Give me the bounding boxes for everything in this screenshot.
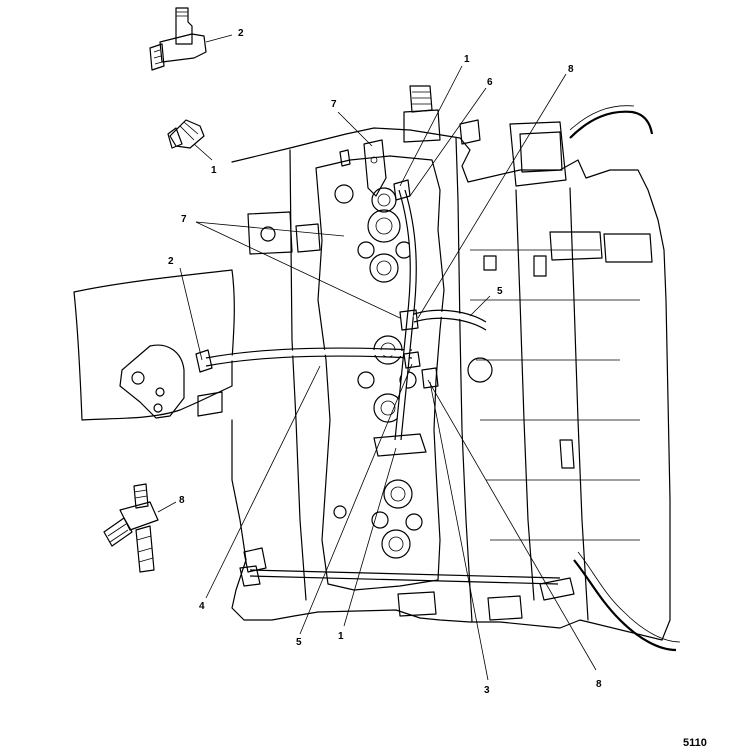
callout-1-bottom: 1 — [338, 631, 344, 642]
elbow-fitting-part — [149, 7, 233, 71]
callout-8-tee-top: 8 — [568, 64, 574, 75]
callout-5-hose-right: 5 — [497, 286, 503, 297]
straight-fitting-part — [167, 119, 213, 161]
leader-lines — [179, 65, 597, 681]
callout-3: 3 — [484, 685, 490, 696]
callout-7-bracket: 7 — [331, 99, 337, 110]
callout-5-bottom: 5 — [296, 637, 302, 648]
tee-fitting-part — [103, 483, 177, 573]
callout-8-bottom: 8 — [596, 679, 602, 690]
callout-8-tee: 8 — [179, 495, 185, 506]
figure-number: 5110 — [683, 737, 707, 749]
hose-clip-bracket — [339, 139, 387, 197]
engine-block — [231, 85, 671, 641]
callout-2-elbow: 2 — [238, 28, 244, 39]
mounting-bracket — [73, 269, 235, 421]
callout-labels: 2 1 7 1 6 8 7 2 5 8 4 5 1 3 8 — [168, 28, 602, 696]
callout-2-left: 2 — [168, 256, 174, 267]
callout-6-clamp: 6 — [487, 77, 493, 88]
callout-4: 4 — [199, 601, 205, 612]
callout-1-hose-top: 1 — [464, 54, 470, 65]
fuel-hoses — [205, 189, 561, 585]
callout-1-fitting: 1 — [211, 165, 217, 176]
callout-7-left: 7 — [181, 214, 187, 225]
wiring-harness — [397, 551, 681, 652]
